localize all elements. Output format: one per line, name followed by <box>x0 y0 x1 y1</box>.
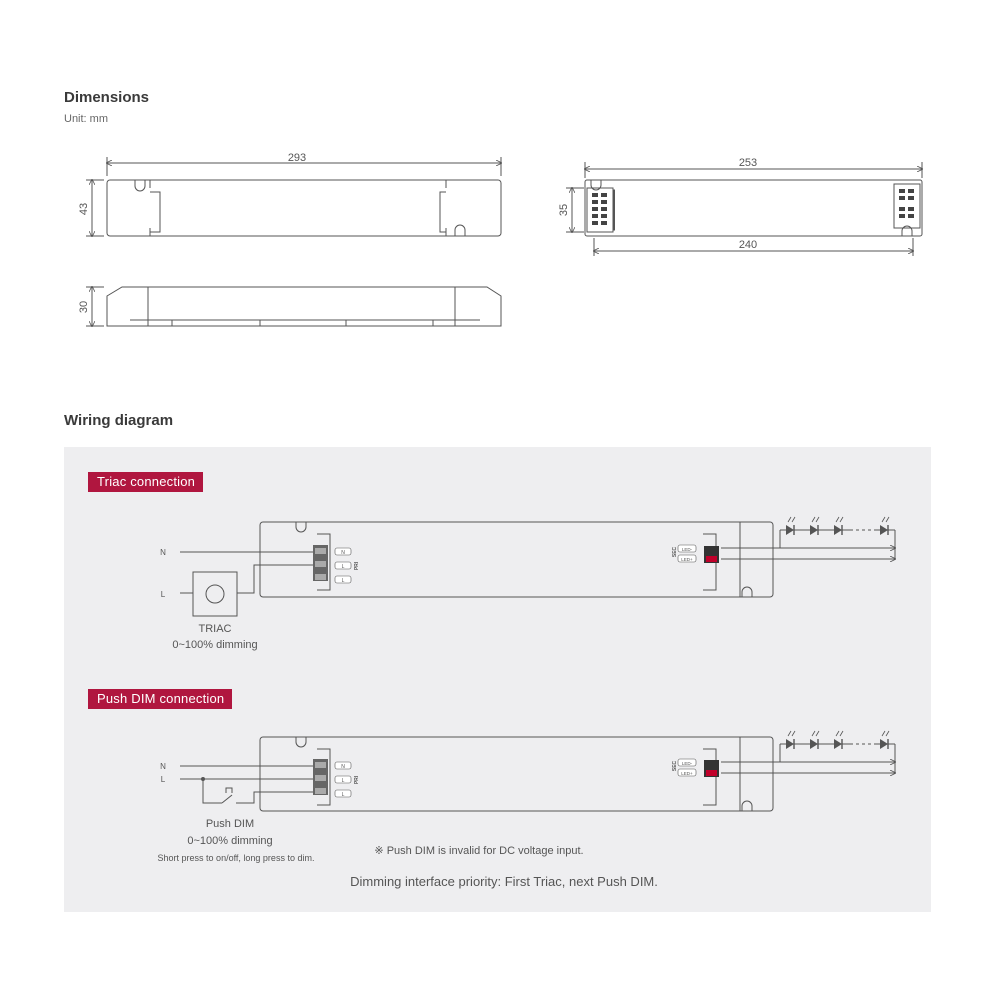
pushdim-instruction: Short press to on/off, long press to dim… <box>158 853 315 863</box>
priority-note: Dimming interface priority: First Triac,… <box>350 874 658 889</box>
pushdim-range-label: 0~100% dimming <box>187 835 272 847</box>
pushdim-term-l2: L <box>342 792 345 798</box>
triac-device-label: TRIAC <box>199 623 232 635</box>
top-view-drawing <box>86 157 501 236</box>
pushdim-term-l: L <box>342 778 345 784</box>
triac-term-l2: L <box>342 578 345 584</box>
end-view-drawing <box>566 162 922 256</box>
triac-driver <box>180 521 895 617</box>
wiring-panel <box>64 447 931 912</box>
triac-tag: Triac connection <box>88 472 204 492</box>
triac-led-plus: LED+ <box>681 557 693 562</box>
triac-l-label: L <box>161 590 166 599</box>
top-height-label: 43 <box>78 203 90 215</box>
pushdim-driver <box>180 736 895 812</box>
end-view-terminals <box>592 189 914 225</box>
triac-term-l: L <box>342 564 345 570</box>
triac-n-label: N <box>160 548 166 557</box>
top-length-label: 293 <box>288 152 306 164</box>
side-height-label: 30 <box>78 301 90 313</box>
dimension-drawings: 293 43 30 <box>78 152 1000 440</box>
triac-terminal-block <box>313 545 719 581</box>
pushdim-sec-label: SEC <box>672 760 678 771</box>
pushdim-led-plus: LED+ <box>681 771 693 776</box>
pushdim-note: ※ Push DIM is invalid for DC voltage inp… <box>374 845 583 857</box>
triac-range-label: 0~100% dimming <box>172 639 257 651</box>
end-length-label: 253 <box>739 157 757 169</box>
triac-term-n: N <box>341 550 345 556</box>
end-height-label: 35 <box>558 204 570 216</box>
wiring-heading: Wiring diagram <box>64 412 174 429</box>
end-inner-length-label: 240 <box>739 239 757 251</box>
triac-terminal-labels <box>334 544 697 584</box>
pushdim-led-string <box>779 730 890 750</box>
triac-pri-label: PRI <box>354 561 360 570</box>
triac-led-minus: LED- <box>682 547 693 552</box>
pushdim-pri-label: PRI <box>354 775 360 784</box>
pushdim-device-label: Push DIM <box>206 818 254 830</box>
side-view-drawing <box>86 287 502 326</box>
pushdim-led-minus: LED- <box>682 761 693 766</box>
pushdim-l-label: L <box>161 775 166 784</box>
triac-led-string <box>779 516 890 536</box>
pushdim-n-label: N <box>160 762 166 771</box>
pushdim-terminal-block <box>313 759 719 795</box>
triac-sec-label: SEC <box>672 546 678 557</box>
pushdim-tag: Push DIM connection <box>88 689 233 709</box>
pushdim-terminal-labels <box>334 758 697 798</box>
pushdim-term-n: N <box>341 764 345 770</box>
pushdim-junction-dot <box>201 777 205 781</box>
unit-label: Unit: mm <box>64 113 108 125</box>
dimensions-heading: Dimensions <box>64 89 150 106</box>
